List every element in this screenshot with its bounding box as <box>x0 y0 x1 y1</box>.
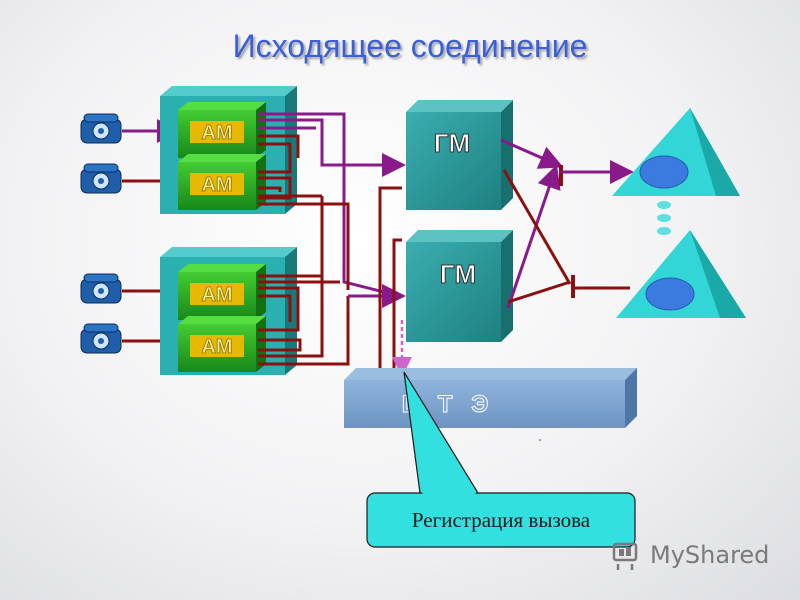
callout-bubble <box>366 371 636 548</box>
am-label-1: АМ <box>201 122 232 144</box>
exchange-triangle-upper <box>612 108 740 196</box>
telephone-icon-2 <box>80 163 122 194</box>
slide-title: Исходящее соединение <box>232 28 588 64</box>
exchange-triangle-lower <box>616 230 746 318</box>
am-label-4: АМ <box>201 336 232 358</box>
gm-block-upper <box>406 100 513 210</box>
telephone-icon-1 <box>80 113 122 144</box>
cte-block <box>344 368 637 428</box>
gm-label-lower: ГМ <box>440 259 476 289</box>
telephone-icon-4 <box>80 323 122 354</box>
am-connections <box>258 112 406 376</box>
telephone-icon-3 <box>80 273 122 304</box>
am-label-2: АМ <box>201 174 232 196</box>
myshared-logo-icon <box>612 542 638 570</box>
gm-output-connections <box>500 138 634 309</box>
watermark-text: MyShared <box>650 541 770 569</box>
gm-block-lower <box>406 230 513 342</box>
callout-text: Регистрация вызова <box>411 507 591 532</box>
am-label-3: АМ <box>201 284 232 306</box>
watermark: MyShared <box>610 538 769 572</box>
ellipsis-dots <box>657 201 671 235</box>
gm-label-upper: ГМ <box>434 128 470 158</box>
